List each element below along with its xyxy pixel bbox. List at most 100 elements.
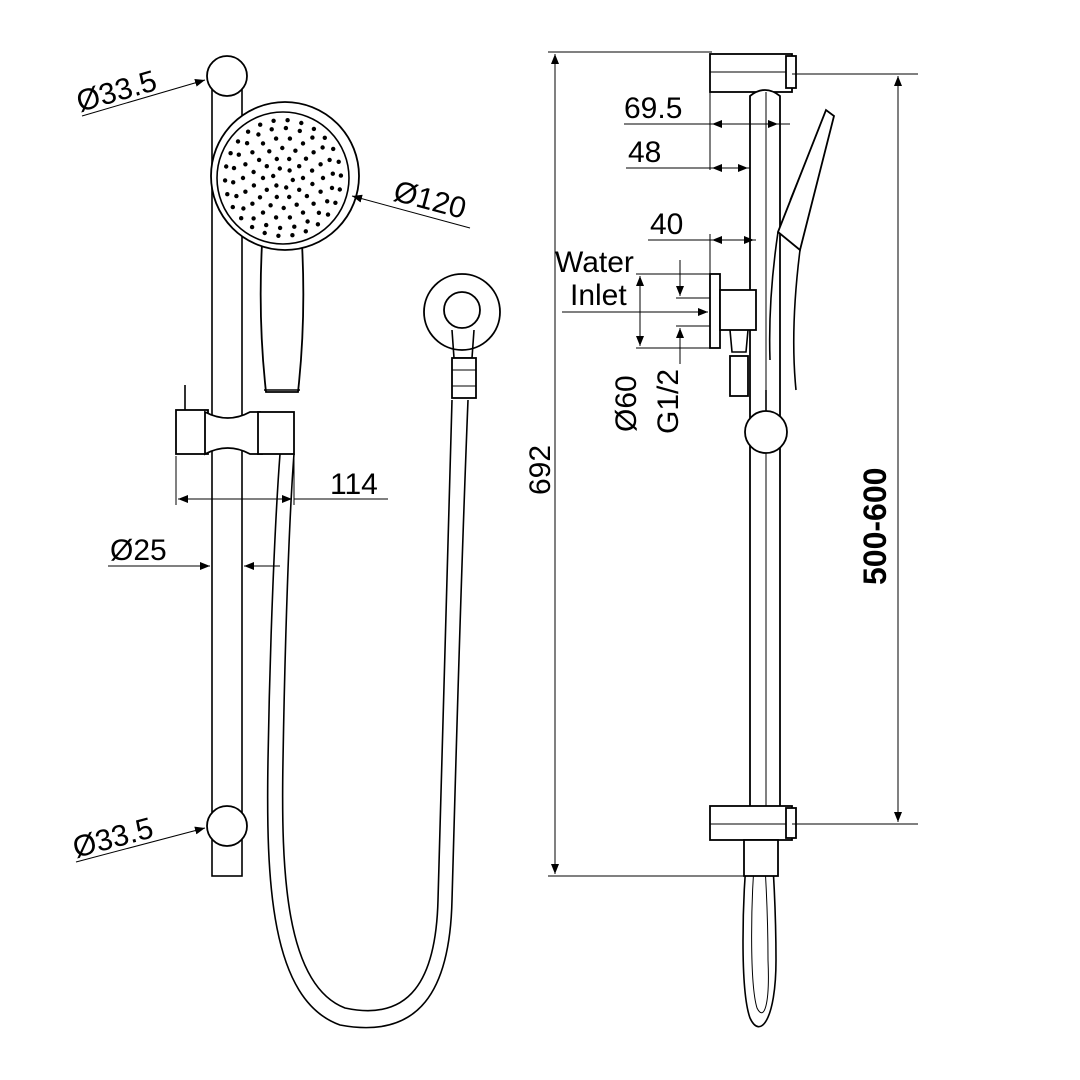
dim-bracket-spacing-label: 500-600 xyxy=(857,468,893,585)
side-bottom-bracket xyxy=(709,805,797,877)
nozzle-dot xyxy=(285,118,290,123)
nozzle-dot xyxy=(243,162,248,167)
nozzle-dot xyxy=(245,129,251,134)
nozzle-dot xyxy=(320,175,326,181)
dim-rail-offset: 48 xyxy=(626,136,750,172)
nozzle-dot xyxy=(256,132,261,137)
nozzle-dot xyxy=(310,181,315,187)
nozzle-dot xyxy=(300,175,306,181)
nozzle-dot xyxy=(277,225,283,231)
nozzle-dot xyxy=(277,166,282,171)
nozzle-dot xyxy=(293,148,298,153)
water-inlet-callout: Water Inlet xyxy=(555,246,708,316)
nozzle-dot xyxy=(281,205,286,211)
nozzle-dot xyxy=(297,187,302,192)
nozzle-dot xyxy=(310,135,315,140)
dim-slide-reach-label: 114 xyxy=(330,468,378,501)
nozzle-dot xyxy=(268,203,273,208)
nozzle-dot xyxy=(300,210,306,215)
dim-elbow-depth: 40 xyxy=(648,208,756,274)
dim-rail-label: Ø25 xyxy=(110,534,167,567)
front-view: Ø33.5 Ø120 114 Ø25 Ø33.5 xyxy=(69,55,501,1029)
nozzle-dot xyxy=(241,206,246,211)
nozzle-dot xyxy=(305,219,310,224)
front-shower-head xyxy=(210,101,360,251)
nozzle-dot xyxy=(276,233,281,238)
dim-thread-label: G1/2 xyxy=(652,369,685,434)
front-bottom-bracket xyxy=(206,805,248,847)
nozzle-dot xyxy=(284,185,289,190)
dim-bottom-bracket: Ø33.5 xyxy=(69,812,206,865)
nozzle-dot xyxy=(269,127,274,132)
nozzle-dot xyxy=(230,204,235,210)
nozzle-dot xyxy=(250,201,255,206)
nozzle-dot xyxy=(294,202,299,207)
water-inlet-line2: Inlet xyxy=(570,279,627,312)
nozzle-dot xyxy=(251,169,256,175)
front-top-bracket xyxy=(206,55,248,97)
nozzle-dot xyxy=(280,145,285,151)
nozzle-dot xyxy=(243,189,248,194)
nozzle-dot xyxy=(287,215,293,220)
nozzle-dot xyxy=(235,139,241,144)
dim-thread: G1/2 xyxy=(652,260,710,434)
nozzle-dot xyxy=(300,141,306,146)
dim-bracket-spacing: 500-600 xyxy=(792,73,918,825)
dim-top-offset: 69.5 xyxy=(624,92,790,170)
nozzle-dot xyxy=(327,157,332,163)
nozzle-dot xyxy=(287,156,292,162)
dim-rail-offset-label: 48 xyxy=(628,136,661,169)
nozzle-dot xyxy=(316,210,322,215)
dim-bottom-bracket-label: Ø33.5 xyxy=(69,812,156,865)
nozzle-dot xyxy=(251,183,257,188)
dim-top-bracket: Ø33.5 xyxy=(73,64,206,119)
nozzle-dot xyxy=(331,146,336,152)
side-view: 692 xyxy=(524,51,918,1028)
nozzle-dot xyxy=(271,118,276,124)
dim-elbow-flange-label: Ø60 xyxy=(610,375,643,432)
dim-rail: Ø25 xyxy=(108,534,280,570)
nozzle-dot xyxy=(336,159,341,164)
nozzle-dot xyxy=(273,136,279,141)
nozzle-dot xyxy=(303,229,308,234)
nozzle-dot xyxy=(264,222,269,228)
nozzle-dot xyxy=(337,187,342,192)
side-shower-head xyxy=(768,108,836,391)
nozzle-dot xyxy=(318,189,323,194)
nozzle-dot xyxy=(260,141,266,146)
nozzle-dot xyxy=(292,224,297,229)
nozzle-dot xyxy=(315,222,321,227)
nozzle-dot xyxy=(333,200,338,205)
nozzle-dot xyxy=(309,168,315,173)
nozzle-dot xyxy=(325,199,330,204)
nozzle-dot xyxy=(234,193,239,199)
nozzle-dot xyxy=(287,168,292,173)
nozzle-dot xyxy=(290,177,295,183)
dim-elbow-flange: Ø60 xyxy=(610,273,710,432)
nozzle-dot xyxy=(297,128,302,134)
nozzle-dot xyxy=(311,201,316,206)
nozzle-dot xyxy=(249,224,255,230)
front-slider xyxy=(175,385,295,456)
nozzle-dot xyxy=(311,126,317,132)
dim-head: Ø120 xyxy=(351,175,471,229)
front-wall-outlet xyxy=(423,273,501,399)
nozzle-dot xyxy=(287,194,292,200)
dim-top-bracket-label: Ø33.5 xyxy=(73,64,161,118)
nozzle-dot xyxy=(320,145,325,150)
nozzle-dot xyxy=(244,141,250,146)
nozzle-dot xyxy=(274,156,279,162)
nozzle-dot xyxy=(240,175,246,181)
nozzle-dot xyxy=(318,162,323,167)
nozzle-dot xyxy=(257,195,263,200)
nozzle-dot xyxy=(297,164,302,169)
nozzle-dot xyxy=(267,149,272,154)
nozzle-dot xyxy=(283,125,289,131)
nozzle-dot xyxy=(262,230,267,236)
nozzle-dot xyxy=(236,152,241,157)
dim-overall-height: 692 xyxy=(524,51,744,877)
nozzle-dot xyxy=(239,216,244,221)
nozzle-dot xyxy=(251,216,256,221)
dim-slide-reach: 114 xyxy=(175,456,388,505)
